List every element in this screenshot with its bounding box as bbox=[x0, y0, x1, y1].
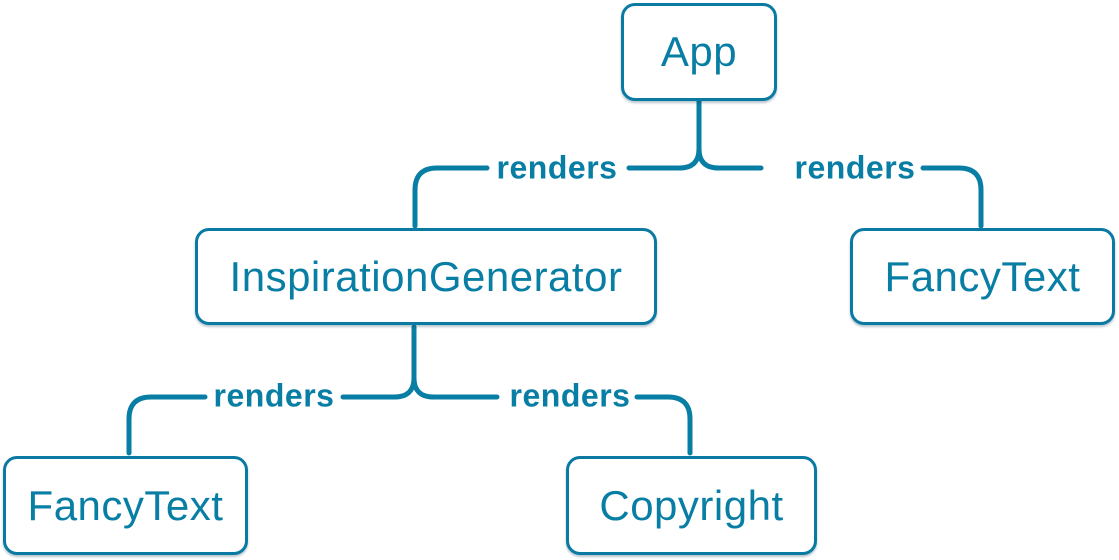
edge-inspirationgenerator-to-copyright-elbow bbox=[634, 394, 693, 456]
node-copyright: Copyright bbox=[566, 456, 817, 555]
node-copyright-label: Copyright bbox=[599, 481, 784, 529]
edge-inspirationgenerator-to-copyright-fork bbox=[411, 375, 500, 400]
edge-inspirationgenerator-to-fancytext-fork bbox=[340, 375, 417, 400]
node-inspiration-generator: InspirationGenerator bbox=[195, 228, 657, 325]
edge-label-inspirationgenerator-fancytext: renders bbox=[213, 377, 335, 414]
node-fancy-text-left: FancyText bbox=[3, 456, 248, 555]
node-fancy-text-left-label: FancyText bbox=[27, 481, 224, 529]
edge-app-to-inspirationgenerator-fork bbox=[626, 146, 702, 171]
node-inspiration-generator-label: InspirationGenerator bbox=[229, 252, 623, 300]
edge-label-app-inspirationgenerator: renders bbox=[496, 149, 618, 186]
edge-inspirationgenerator-to-fancytext-elbow bbox=[126, 394, 208, 456]
edge-label-inspirationgenerator-copyright: renders bbox=[509, 377, 631, 414]
node-app: App bbox=[621, 3, 777, 101]
node-fancy-text-right: FancyText bbox=[850, 228, 1115, 325]
edge-label-app-fancytext: renders bbox=[794, 149, 916, 186]
edge-app-to-fancytext-fork bbox=[696, 146, 764, 171]
edge-app-to-fancytext-elbow bbox=[920, 165, 984, 229]
edge-app-to-inspirationgenerator-elbow bbox=[412, 165, 490, 229]
node-fancy-text-right-label: FancyText bbox=[884, 252, 1081, 300]
node-app-label: App bbox=[660, 28, 738, 75]
